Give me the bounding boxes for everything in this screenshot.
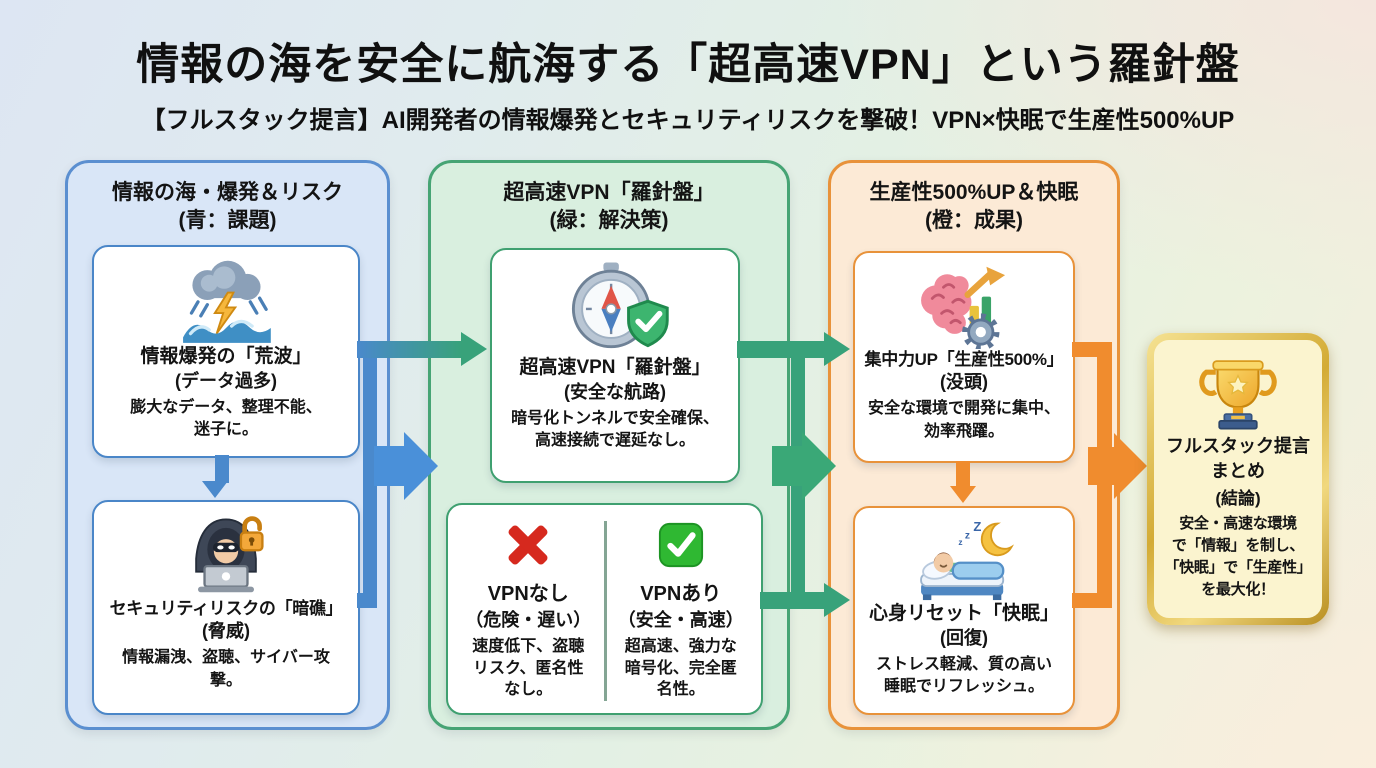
arrow-comparison-to-sleep-head [824,583,850,617]
card-security-risk: セキュリティリスクの「暗礁」 (脅威) 情報漏洩、盗聴、サイバー攻 撃。 [92,500,360,715]
card-subtitle: (脅威) [202,621,250,642]
conclusion-title: フルスタック提言 まとめ [1166,436,1310,482]
conclusion-inner: フルスタック提言 まとめ (結論) 安全・高速な環境 で「情報」を制し、 「快眠… [1154,340,1322,618]
card-subtitle: (回復) [940,627,988,648]
arrow-big-green-head [802,432,836,500]
comparison-subtitle: （安全・高速） [617,610,744,630]
comparison-with-vpn: VPNあり （安全・高速） 超高速、強力な 暗号化、完全匿 名性。 [605,515,758,703]
arrow-big-blue [374,446,404,486]
panel-solution-header: 超高速VPN「羅針盤」 (緑：解決策) [431,179,787,236]
page-subtitle: 【フルスタック提言】AI開発者の情報爆発とセキュリティリスクを撃破！VPN×快眠… [141,107,1235,134]
card-sleep: Z z z 心身リセット「快眠」 (回復) ストレス軽減、質の高い 睡眠 [853,506,1075,715]
connector-security-branch [363,344,377,602]
conclusion-box: フルスタック提言 まとめ (結論) 安全・高速な環境 で「情報」を制し、 「快眠… [1147,333,1329,625]
card-info-explosion: 情報爆発の「荒波」 (データ過多) 膨大なデータ、整理不能、 迷子に。 [92,245,360,458]
card-vpn-compass: 超高速VPN「羅針盤」 (安全な航路) 暗号化トンネルで安全確保、 高速接続で遅… [490,248,740,483]
card-subtitle: (データ過多) [175,370,277,391]
card-body: 安全な環境で開発に集中、 効率飛躍。 [867,400,1060,440]
panel-problems-subtitle: (青：課題) [178,209,277,233]
panel-results-subtitle: (橙：成果) [925,209,1023,233]
panel-solution-subtitle: (緑：解決策) [549,209,669,233]
card-title: 情報爆発の「荒波」 [140,346,312,367]
comparison-body: 速度低下、盗聴 リスク、匿名性 なし。 [472,638,585,699]
comparison-subtitle: （危険・遅い） [465,610,592,630]
arrow-big-orange-head [1114,433,1147,499]
comparison-title: VPNなし [487,583,569,605]
card-subtitle: (没頭) [940,372,988,393]
card-body: 情報漏洩、盗聴、サイバー攻 撃。 [122,649,330,689]
panel-solution: 超高速VPN「羅針盤」 (緑：解決策) [428,160,790,730]
panel-results-title: 生産性500%UP＆快眠 [869,181,1079,204]
arrow-big-green [772,446,802,486]
card-title: 心身リセット「快眠」 [868,603,1059,624]
arrow-problems-to-solution-head [461,332,487,366]
arrow-productivity-to-sleep-head [950,486,976,503]
hacker-icon [170,510,282,598]
trophy-icon [1194,350,1282,432]
card-subtitle: (安全な航路) [564,381,666,402]
conclusion-body: 安全・高速な環境 で「情報」を制し、 「快眠」で「生産性」 を最大化！ [1164,515,1312,598]
comparison-divider [604,521,607,701]
panel-problems-header: 情報の海・爆発＆リスク (青：課題) [68,179,387,236]
arrow-problems-to-solution [357,341,462,358]
card-title: 集中力UP「生産性500%」 [864,350,1064,369]
svg-text:z: z [958,537,962,547]
check-icon [657,521,705,569]
panel-results-header: 生産性500%UP＆快眠 (橙：成果) [831,179,1117,236]
compass-shield-icon [555,258,675,356]
page-title: 情報の海を安全に航海する「超高速VPN」という羅針盤 [136,41,1240,89]
card-title: セキュリティリスクの「暗礁」 [109,599,343,618]
arrow-big-orange [1088,447,1114,485]
comparison-no-vpn: VPNなし （危険・遅い） 速度低下、盗聴 リスク、匿名性 なし。 [452,515,605,703]
conclusion-subtitle: (結論) [1215,489,1261,509]
storm-wave-icon [170,255,282,345]
card-vpn-comparison: VPNなし （危険・遅い） 速度低下、盗聴 リスク、匿名性 なし。 VPNあり … [446,503,763,715]
panel-solution-title: 超高速VPN「羅針盤」 [503,181,715,204]
card-productivity: 集中力UP「生産性500%」 (没頭) 安全な環境で開発に集中、 効率飛躍。 [853,251,1075,463]
card-body: 膨大なデータ、整理不能、 迷子に。 [130,399,322,439]
comparison-body: 超高速、強力な 暗号化、完全匿 名性。 [624,638,737,699]
cross-icon [504,521,552,569]
svg-text:Z: Z [973,519,981,534]
brain-growth-icon [908,261,1020,349]
panel-results: 生産性500%UP＆快眠 (橙：成果) [828,160,1120,730]
arrow-productivity-to-sleep [956,461,970,487]
svg-text:z: z [965,530,970,541]
arrow-compass-to-productivity-head [824,332,850,366]
card-title: 超高速VPN「羅針盤」 [519,357,711,378]
sleep-icon: Z z z [908,516,1020,602]
panel-problems-title: 情報の海・爆発＆リスク [112,181,343,204]
card-body: ストレス軽減、質の高い 睡眠でリフレッシュ。 [875,656,1052,696]
arrow-info-to-security-head [202,481,228,498]
card-body: 暗号化トンネルで安全確保、 高速接続で遅延なし。 [511,410,719,450]
arrow-compass-to-productivity [737,341,824,358]
arrow-big-blue-head [404,432,438,500]
arrow-info-to-security [215,455,229,483]
panel-problems: 情報の海・爆発＆リスク (青：課題) [65,160,390,730]
comparison-title: VPNあり [640,583,722,605]
